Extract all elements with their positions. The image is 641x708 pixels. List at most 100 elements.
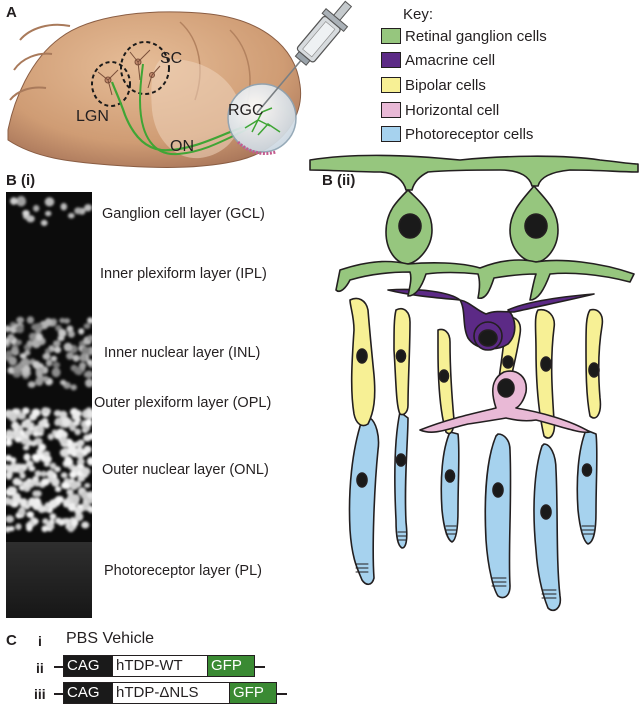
nucleus-dot	[10, 197, 18, 205]
photoreceptor-cell	[484, 433, 512, 599]
key-swatch	[381, 102, 401, 118]
nucleus-dot	[81, 521, 90, 529]
brain-illustration	[7, 0, 353, 168]
nucleus-dot	[17, 508, 26, 516]
key-label: Bipolar cells	[405, 76, 486, 94]
optic-nerve	[138, 63, 251, 156]
bipolar-nuclei	[356, 348, 600, 383]
nucleus-dot	[45, 210, 52, 217]
nucleus-dot	[67, 493, 75, 501]
nucleus-dot	[6, 473, 13, 480]
nucleus-dot	[61, 481, 70, 489]
nucleus-dot	[84, 204, 92, 212]
nucleus-dot	[74, 207, 82, 215]
nucleus-dot	[81, 346, 90, 355]
nucleus-dot	[34, 490, 42, 497]
nucleus-dot	[8, 356, 17, 366]
retina-cell-diagram	[309, 154, 639, 612]
nucleus-dot	[74, 428, 81, 436]
nucleus-dot	[44, 348, 51, 355]
pl-band	[6, 542, 92, 618]
nucleus-dot	[40, 219, 48, 226]
nucleus-dot	[60, 472, 68, 479]
nucleus-dot	[8, 526, 15, 532]
onl-band	[6, 407, 92, 533]
rgc-label: RGC	[228, 102, 264, 119]
construct-row-num: i	[38, 633, 42, 649]
construct-row-num: ii	[36, 660, 44, 676]
nucleus-dot	[75, 417, 81, 423]
nucleus-dot	[52, 340, 61, 347]
sc-outline	[120, 41, 170, 95]
amacrine-cell	[387, 288, 595, 350]
nucleus-dot	[31, 408, 41, 417]
nucleus-dot	[27, 381, 36, 388]
nucleus-dot	[73, 366, 82, 375]
key-label: Photoreceptor cells	[405, 125, 534, 143]
nucleus-dot	[70, 481, 79, 491]
cag-promoter-box: CAG	[63, 682, 113, 704]
key-item-photoreceptor: Photoreceptor cells	[381, 124, 533, 144]
nucleus-dot	[6, 337, 10, 346]
photoreceptor-cell	[394, 411, 409, 549]
nucleus-dot	[43, 461, 50, 467]
nucleus-dot	[25, 460, 34, 468]
nucleus-dot	[33, 205, 40, 212]
nucleus-dot	[51, 477, 60, 487]
photoreceptor-cell	[533, 443, 562, 612]
nucleus-dot	[69, 424, 76, 432]
nucleus-dot	[64, 456, 72, 463]
photoreceptor-cell	[348, 417, 380, 586]
key-label: Horizontal cell	[405, 101, 500, 119]
ganglion-axon-layer	[309, 154, 639, 191]
nucleus-dot	[66, 489, 74, 496]
key-item-horizontal: Horizontal cell	[381, 100, 499, 120]
nucleus-dot	[16, 316, 25, 324]
sc-label: SC	[160, 50, 183, 67]
nucleus-dot	[59, 317, 66, 324]
key-item-bipolar: Bipolar cells	[381, 75, 486, 95]
key-swatch	[381, 28, 401, 44]
nucleus-dot	[49, 513, 57, 520]
nucleus-dot	[8, 412, 18, 422]
construct-flank-right	[255, 666, 265, 668]
nucleus-dot	[26, 524, 33, 532]
nucleus-dot	[85, 418, 92, 427]
nucleus-dot	[15, 497, 22, 503]
nucleus-dot	[6, 464, 15, 474]
nucleus-dot	[88, 433, 92, 440]
photoreceptor-cell	[576, 429, 598, 545]
nucleus-dot	[24, 429, 33, 436]
nucleus-dot	[41, 407, 49, 414]
nucleus-dot	[12, 477, 21, 486]
nucleus-dot	[60, 379, 67, 386]
layer-label-gcl: Ganglion cell layer (GCL)	[102, 206, 265, 222]
nucleus-dot	[15, 523, 22, 530]
outer-segment-stripes	[355, 525, 595, 599]
nucleus-dot	[6, 515, 15, 523]
nucleus-dot	[86, 457, 92, 466]
nucleus-dot	[55, 517, 62, 524]
brain-fold	[19, 23, 71, 41]
construct-flank-left	[54, 666, 64, 668]
nucleus-dot	[87, 317, 92, 324]
lgn-label: LGN	[76, 108, 109, 125]
nucleus-dot	[15, 324, 24, 334]
brain-fold	[9, 86, 47, 101]
horizontal-nucleus	[497, 378, 515, 398]
nucleus-dot	[7, 333, 15, 342]
nucleus-dot	[72, 354, 80, 362]
htdp-dnls-box: hTDP-ΔNLS	[112, 682, 230, 704]
gcl-band	[10, 195, 92, 226]
nucleus-dot	[74, 410, 82, 417]
nucleus-dot	[40, 470, 47, 477]
nucleus-dot	[6, 454, 12, 462]
eye-rgc-cells	[244, 107, 281, 136]
nucleus-dot	[63, 518, 71, 525]
nucleus-dot	[10, 347, 19, 355]
nucleus-dot	[35, 377, 44, 386]
cut-region	[151, 59, 241, 159]
nucleus-dot	[76, 441, 83, 449]
nucleus-dot	[22, 480, 31, 489]
key-title: Key:	[403, 6, 434, 23]
